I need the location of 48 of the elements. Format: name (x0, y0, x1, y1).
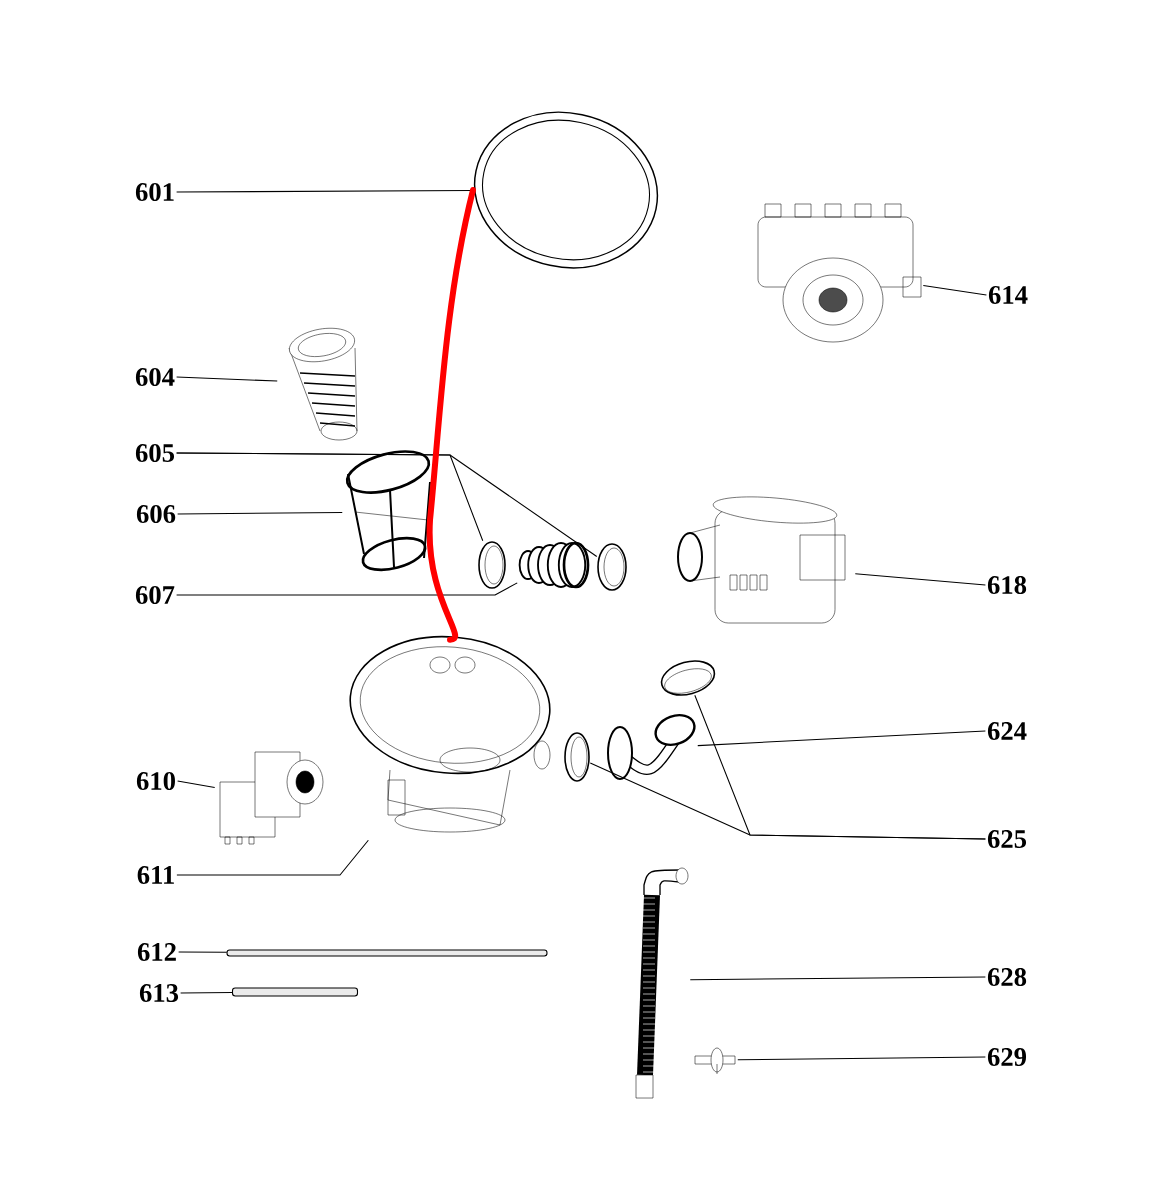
part-drawing (478, 541, 506, 589)
part-drawing (607, 714, 696, 780)
callout-number: 614 (988, 286, 1028, 304)
callout-number: 629 (987, 1048, 1027, 1066)
callout-number: 624 (987, 722, 1027, 740)
part-drawing (518, 541, 590, 589)
leader-line (737, 1056, 986, 1061)
leader-line (176, 376, 278, 382)
part-drawing (473, 111, 659, 269)
leader-line (178, 951, 228, 953)
callout-number: 613 (139, 984, 179, 1002)
leader-line (589, 762, 986, 840)
leader-line (177, 511, 343, 515)
callout-number: 605 (135, 444, 175, 462)
part-drawing (660, 660, 716, 696)
part-drawing (677, 496, 846, 624)
leader-line (176, 189, 472, 193)
freehand-line (426, 187, 476, 643)
part-drawing (694, 1047, 736, 1075)
leader-line (177, 780, 216, 788)
callout-number: 610 (136, 772, 175, 790)
part-drawing (635, 867, 689, 1099)
callout-number: 618 (987, 576, 1027, 594)
callout-number: 612 (137, 943, 176, 961)
rod (226, 949, 548, 957)
callout-number: 628 (987, 968, 1027, 986)
part-drawing (564, 732, 590, 782)
callout-number: 604 (135, 368, 175, 386)
leader-line (176, 452, 598, 557)
leader-line (922, 285, 987, 296)
leader-line (176, 582, 518, 596)
callout-number: 606 (136, 505, 176, 523)
leader-line (854, 573, 986, 586)
callout-number: 601 (135, 183, 174, 201)
part-drawing (757, 203, 922, 343)
rod (231, 987, 359, 997)
callout-number: 611 (137, 866, 174, 884)
part-drawing (597, 543, 627, 591)
part-drawing (288, 328, 358, 441)
leader-line (180, 992, 233, 994)
part-drawing (349, 635, 551, 833)
leader-line (689, 976, 986, 981)
leader-line (176, 839, 369, 876)
callout-number: 607 (135, 586, 175, 604)
leader-line (697, 730, 986, 747)
callout-number: 625 (987, 830, 1027, 848)
part-drawing (219, 751, 324, 845)
part-drawing (345, 450, 431, 572)
